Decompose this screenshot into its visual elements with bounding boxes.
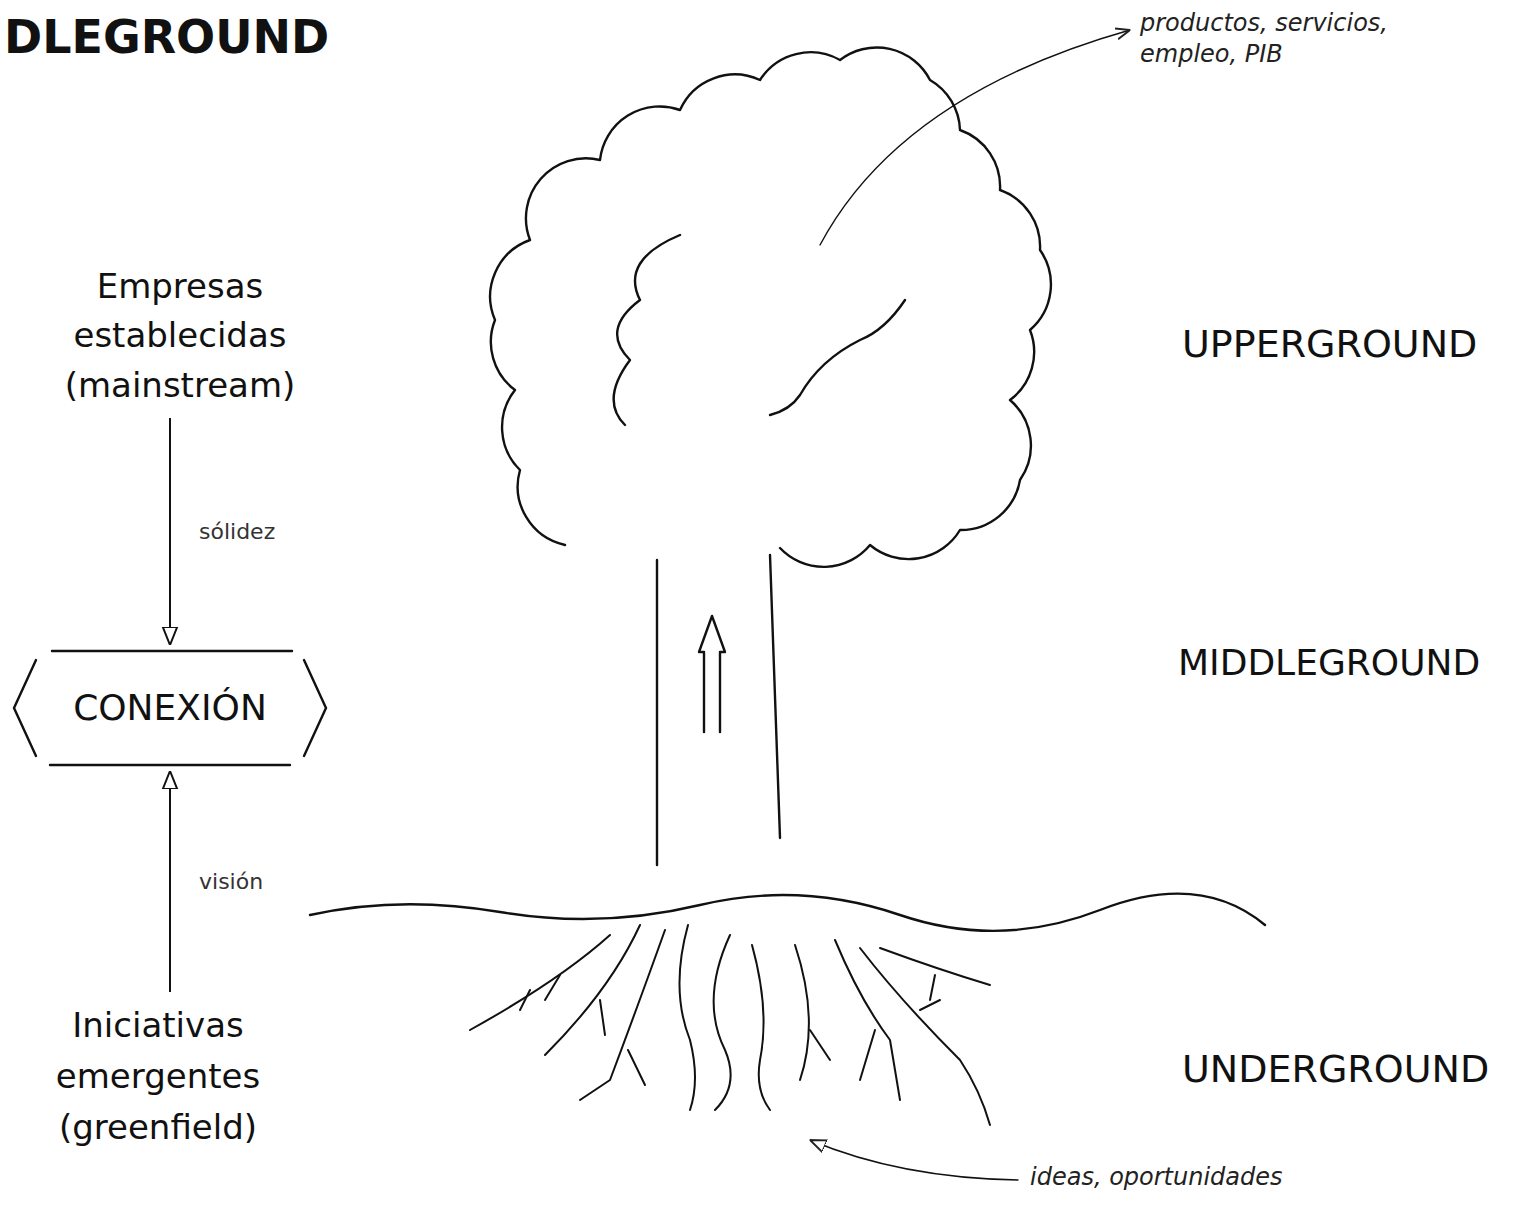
canopy-squiggle [770, 300, 905, 415]
layer-name: MIDDLEGROUND [1178, 640, 1480, 687]
leader-line [820, 30, 1130, 245]
tree-trunk [656, 560, 658, 865]
canopy-squiggle [614, 235, 680, 425]
callout-note: ideas, oportunidades [1030, 1162, 1283, 1193]
trunk-arrow [699, 616, 725, 732]
tree-roots [470, 925, 990, 1125]
connection-hexagon: CONEXIÓN [10, 648, 330, 768]
edge-label: visión [196, 869, 266, 894]
ground-line [310, 894, 1265, 931]
edge-label: sólidez [196, 519, 278, 544]
tree-canopy [490, 47, 1051, 566]
layer-name: UNDERGROUND [1182, 1045, 1489, 1094]
page-title: DLEGROUND [4, 10, 329, 64]
node-text: Iniciativas emergentes (greenfield) [18, 1000, 298, 1153]
hexagon-edge [304, 660, 326, 756]
hexagon-edge [14, 660, 36, 756]
text-node: Empresas establecidas (mainstream) [35, 262, 325, 410]
tree-trunk [770, 555, 780, 838]
leader-line [810, 1140, 1018, 1180]
layer-name: UPPERGROUND [1182, 320, 1477, 369]
arrow-connector [169, 418, 171, 645]
callout-note: productos, servicios, empleo, PIB [1140, 8, 1470, 70]
node-text: Empresas establecidas (mainstream) [35, 262, 325, 410]
hexagon-edge [50, 764, 290, 766]
node-text: CONEXIÓN [73, 685, 267, 732]
arrow-connector [169, 771, 171, 992]
text-node: Iniciativas emergentes (greenfield) [18, 1000, 298, 1153]
hexagon-edge [52, 650, 292, 652]
